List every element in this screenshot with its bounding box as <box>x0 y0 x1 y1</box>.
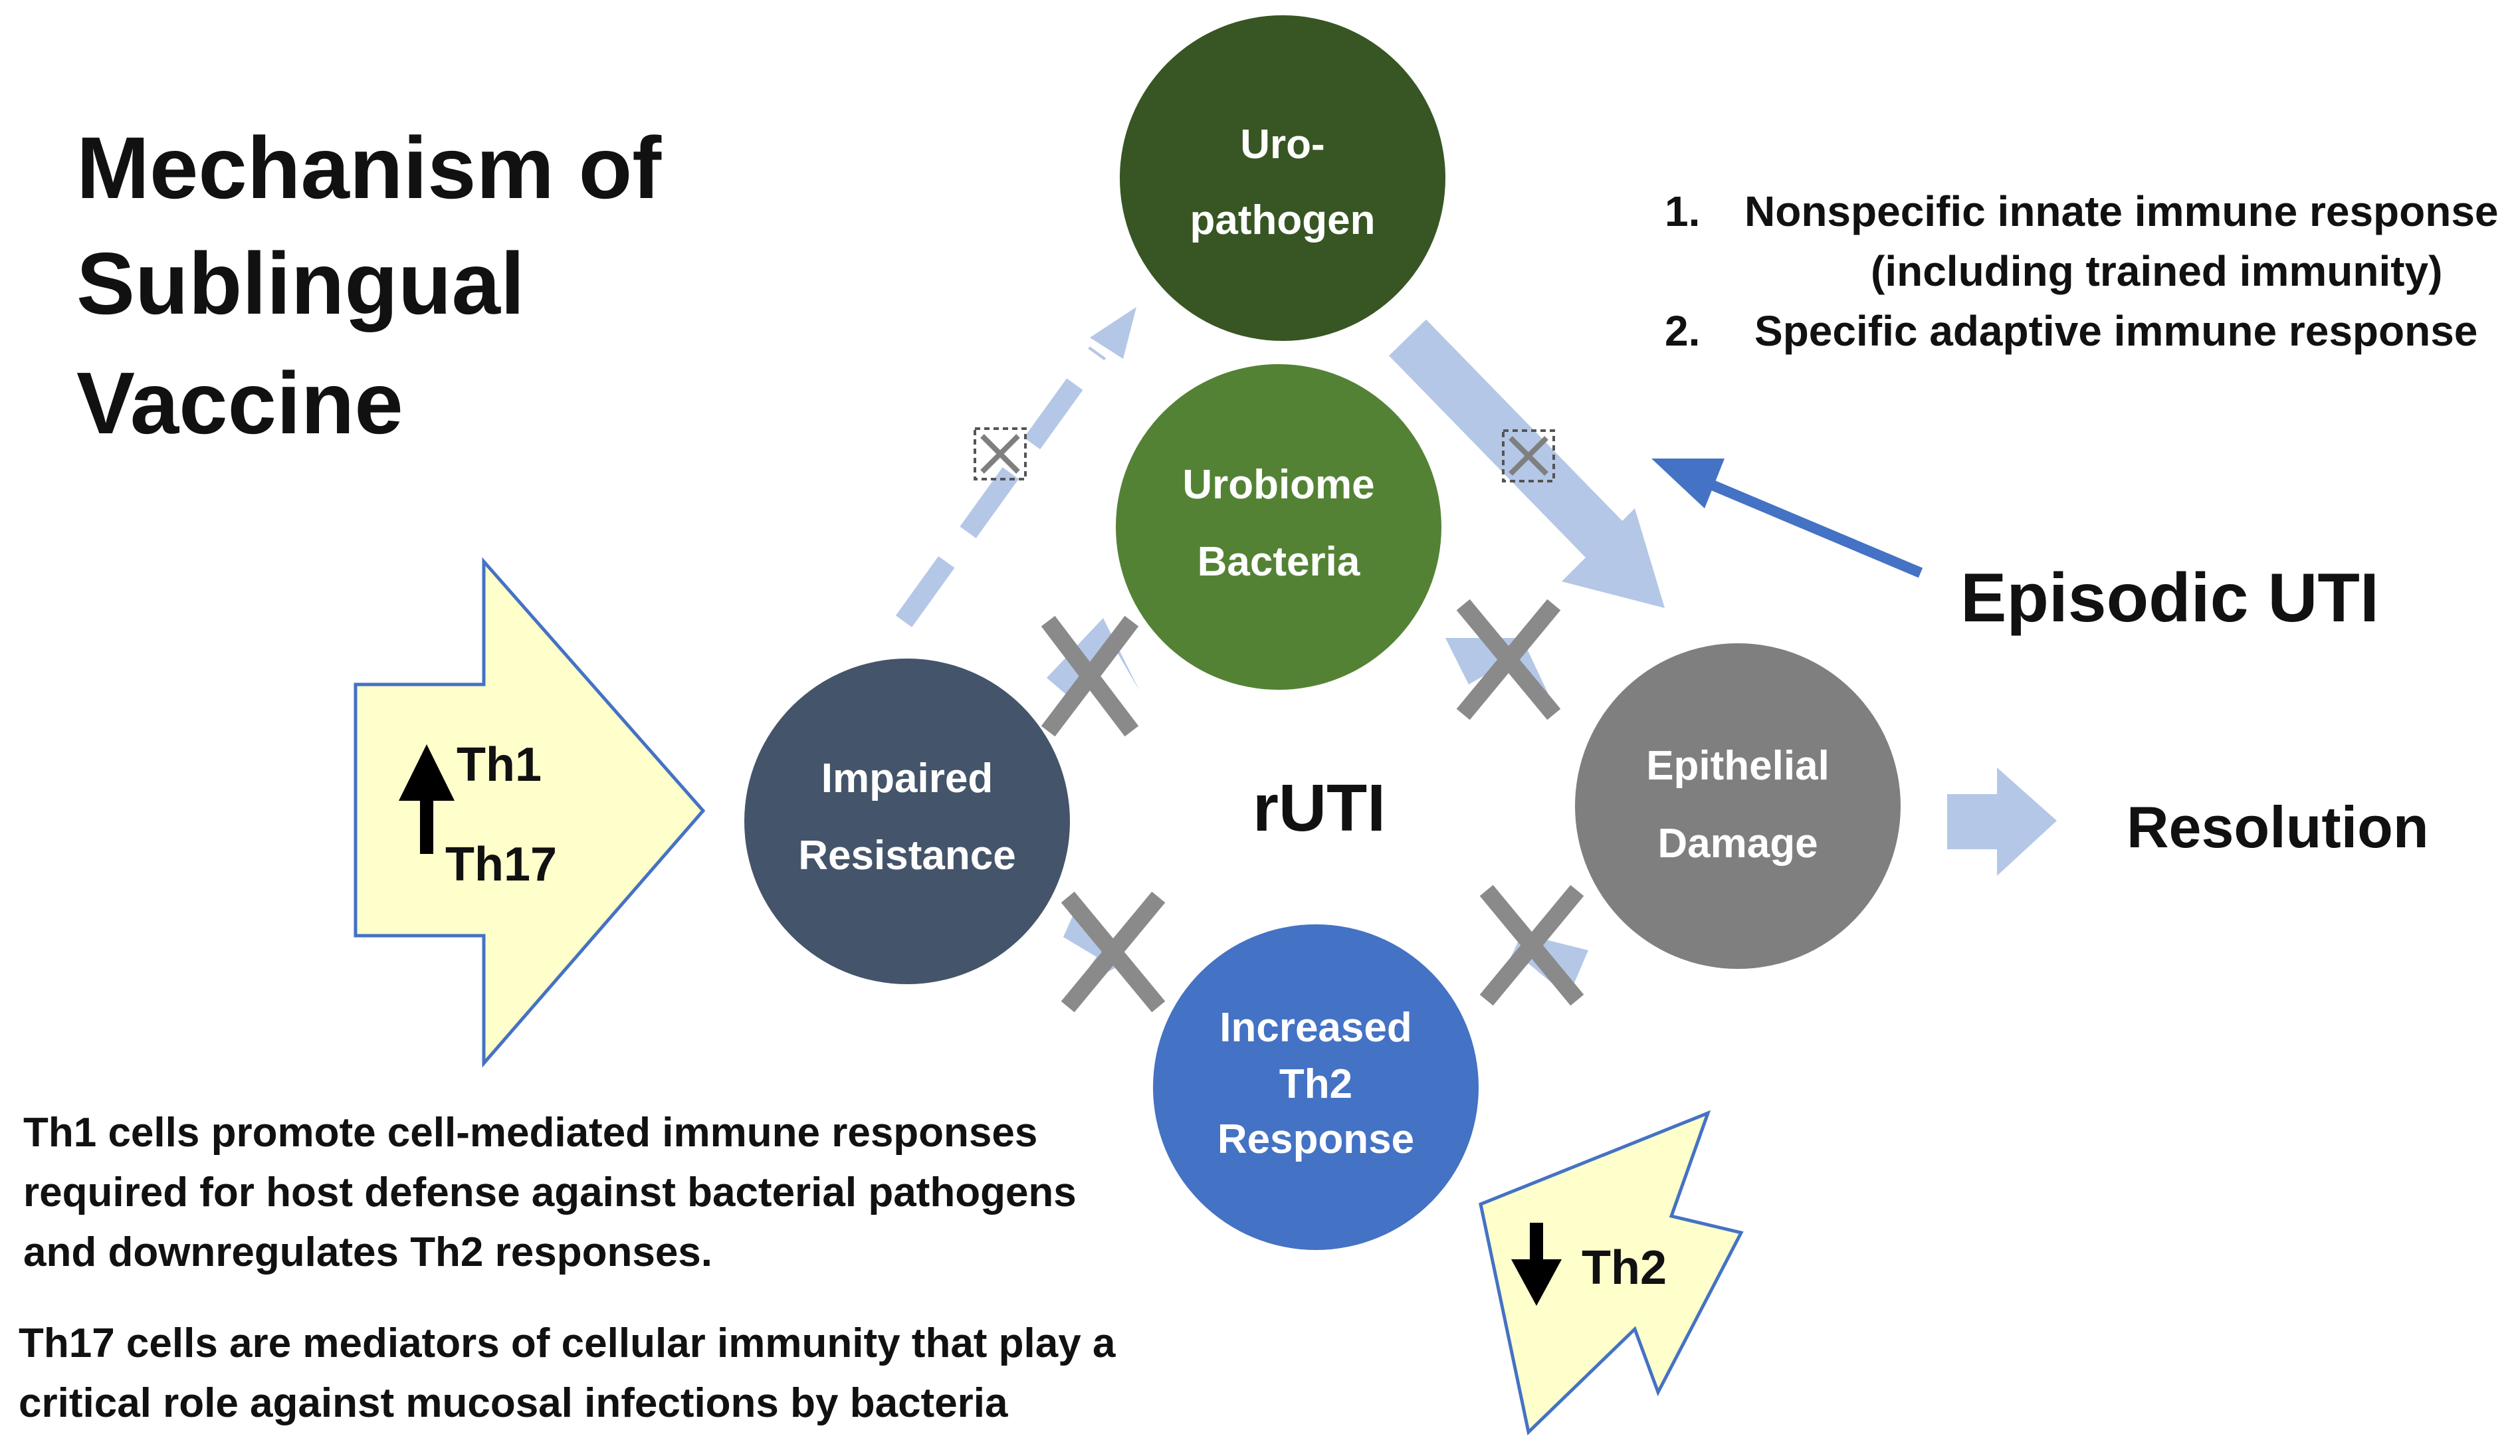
urobiome-label-1: Urobiome <box>1182 462 1374 508</box>
resolution-arrow <box>1947 768 2057 876</box>
node-uropathogen: Uro- pathogen <box>1120 15 1445 341</box>
list-item-2-number: 2. <box>1665 307 1700 355</box>
center-label-ruti: rUTI <box>1253 771 1386 845</box>
x-mark-th2-impaired <box>1061 891 1166 1013</box>
notes: Th1 cells promote cell-mediated immune r… <box>19 1110 1116 1426</box>
boxed-x-mark-right <box>1502 429 1555 482</box>
x-mark-epithelial-th2 <box>1479 884 1584 1006</box>
resolution-label: Resolution <box>2127 794 2429 860</box>
list-item-1-text: Nonspecific innate immune response <box>1744 187 2499 235</box>
epithelial-label-1: Epithelial <box>1646 743 1830 789</box>
arrow-uropathogen-to-epithelial <box>1389 319 1665 608</box>
episodic-uti-label: Episodic UTI <box>1960 560 2379 637</box>
th1-label: Th1 <box>457 738 542 791</box>
title-line-2: Sublingual <box>76 235 525 332</box>
x-marks <box>1041 599 1584 1013</box>
th1-th17-up-arrow: Th1 Th17 <box>354 557 706 1068</box>
down-arrow-icon <box>1511 1259 1562 1306</box>
th2-response-label-2: Th2 <box>1279 1061 1352 1107</box>
th17-label: Th17 <box>445 838 557 891</box>
title-line-1: Mechanism of <box>76 119 662 217</box>
list-item-2-text: Specific adaptive immune response <box>1754 307 2477 355</box>
node-epithelial-damage: Epithelial Damage <box>1575 643 1901 969</box>
node-urobiome-bacteria: Urobiome Bacteria <box>1116 364 1441 690</box>
dashed-arrow-to-uropathogen <box>895 307 1136 627</box>
episodic-uti-arrow <box>1651 459 1923 578</box>
note-th17-line-2: critical role against mucosal infections… <box>19 1380 1008 1426</box>
th2-response-label-1: Increased <box>1219 1005 1412 1051</box>
uropathogen-label-2: pathogen <box>1190 197 1376 243</box>
note-th1-line-2: required for host defense against bacter… <box>23 1170 1077 1215</box>
impaired-label-2: Resistance <box>798 833 1015 879</box>
node-impaired-resistance: Impaired Resistance <box>744 659 1070 984</box>
node-increased-th2-response: Increased Th2 Response <box>1153 924 1479 1250</box>
th2-label: Th2 <box>1582 1241 1667 1295</box>
urobiome-label-2: Bacteria <box>1198 539 1360 585</box>
impaired-label-1: Impaired <box>821 756 993 801</box>
note-th1-line-1: Th1 cells promote cell-mediated immune r… <box>23 1110 1037 1156</box>
cycle-arrow-urobiome-to-epithelial <box>1445 638 1552 701</box>
immune-response-list: 1. Nonspecific innate immune response (i… <box>1665 187 2499 355</box>
list-item-1-subtext: (including trained immunity) <box>1871 247 2442 295</box>
boxed-x-mark-left <box>974 427 1027 480</box>
title-line-3: Vaccine <box>76 354 403 452</box>
uropathogen-label-1: Uro- <box>1240 122 1324 167</box>
cycle-arrow-th2-to-impaired <box>1063 907 1130 990</box>
up-arrow-icon <box>399 744 455 801</box>
th2-down-arrow: Th2 <box>1479 1110 1744 1435</box>
epithelial-label-2: Damage <box>1657 821 1818 867</box>
note-th17-line-1: Th17 cells are mediators of cellular imm… <box>19 1320 1116 1366</box>
list-item-1-number: 1. <box>1665 187 1700 235</box>
th2-response-label-3: Response <box>1217 1116 1414 1162</box>
note-th1-line-3: and downregulates Th2 responses. <box>23 1229 712 1275</box>
x-mark-urobiome-epithelial <box>1456 599 1561 720</box>
x-mark-impaired-urobiome <box>1041 615 1139 737</box>
